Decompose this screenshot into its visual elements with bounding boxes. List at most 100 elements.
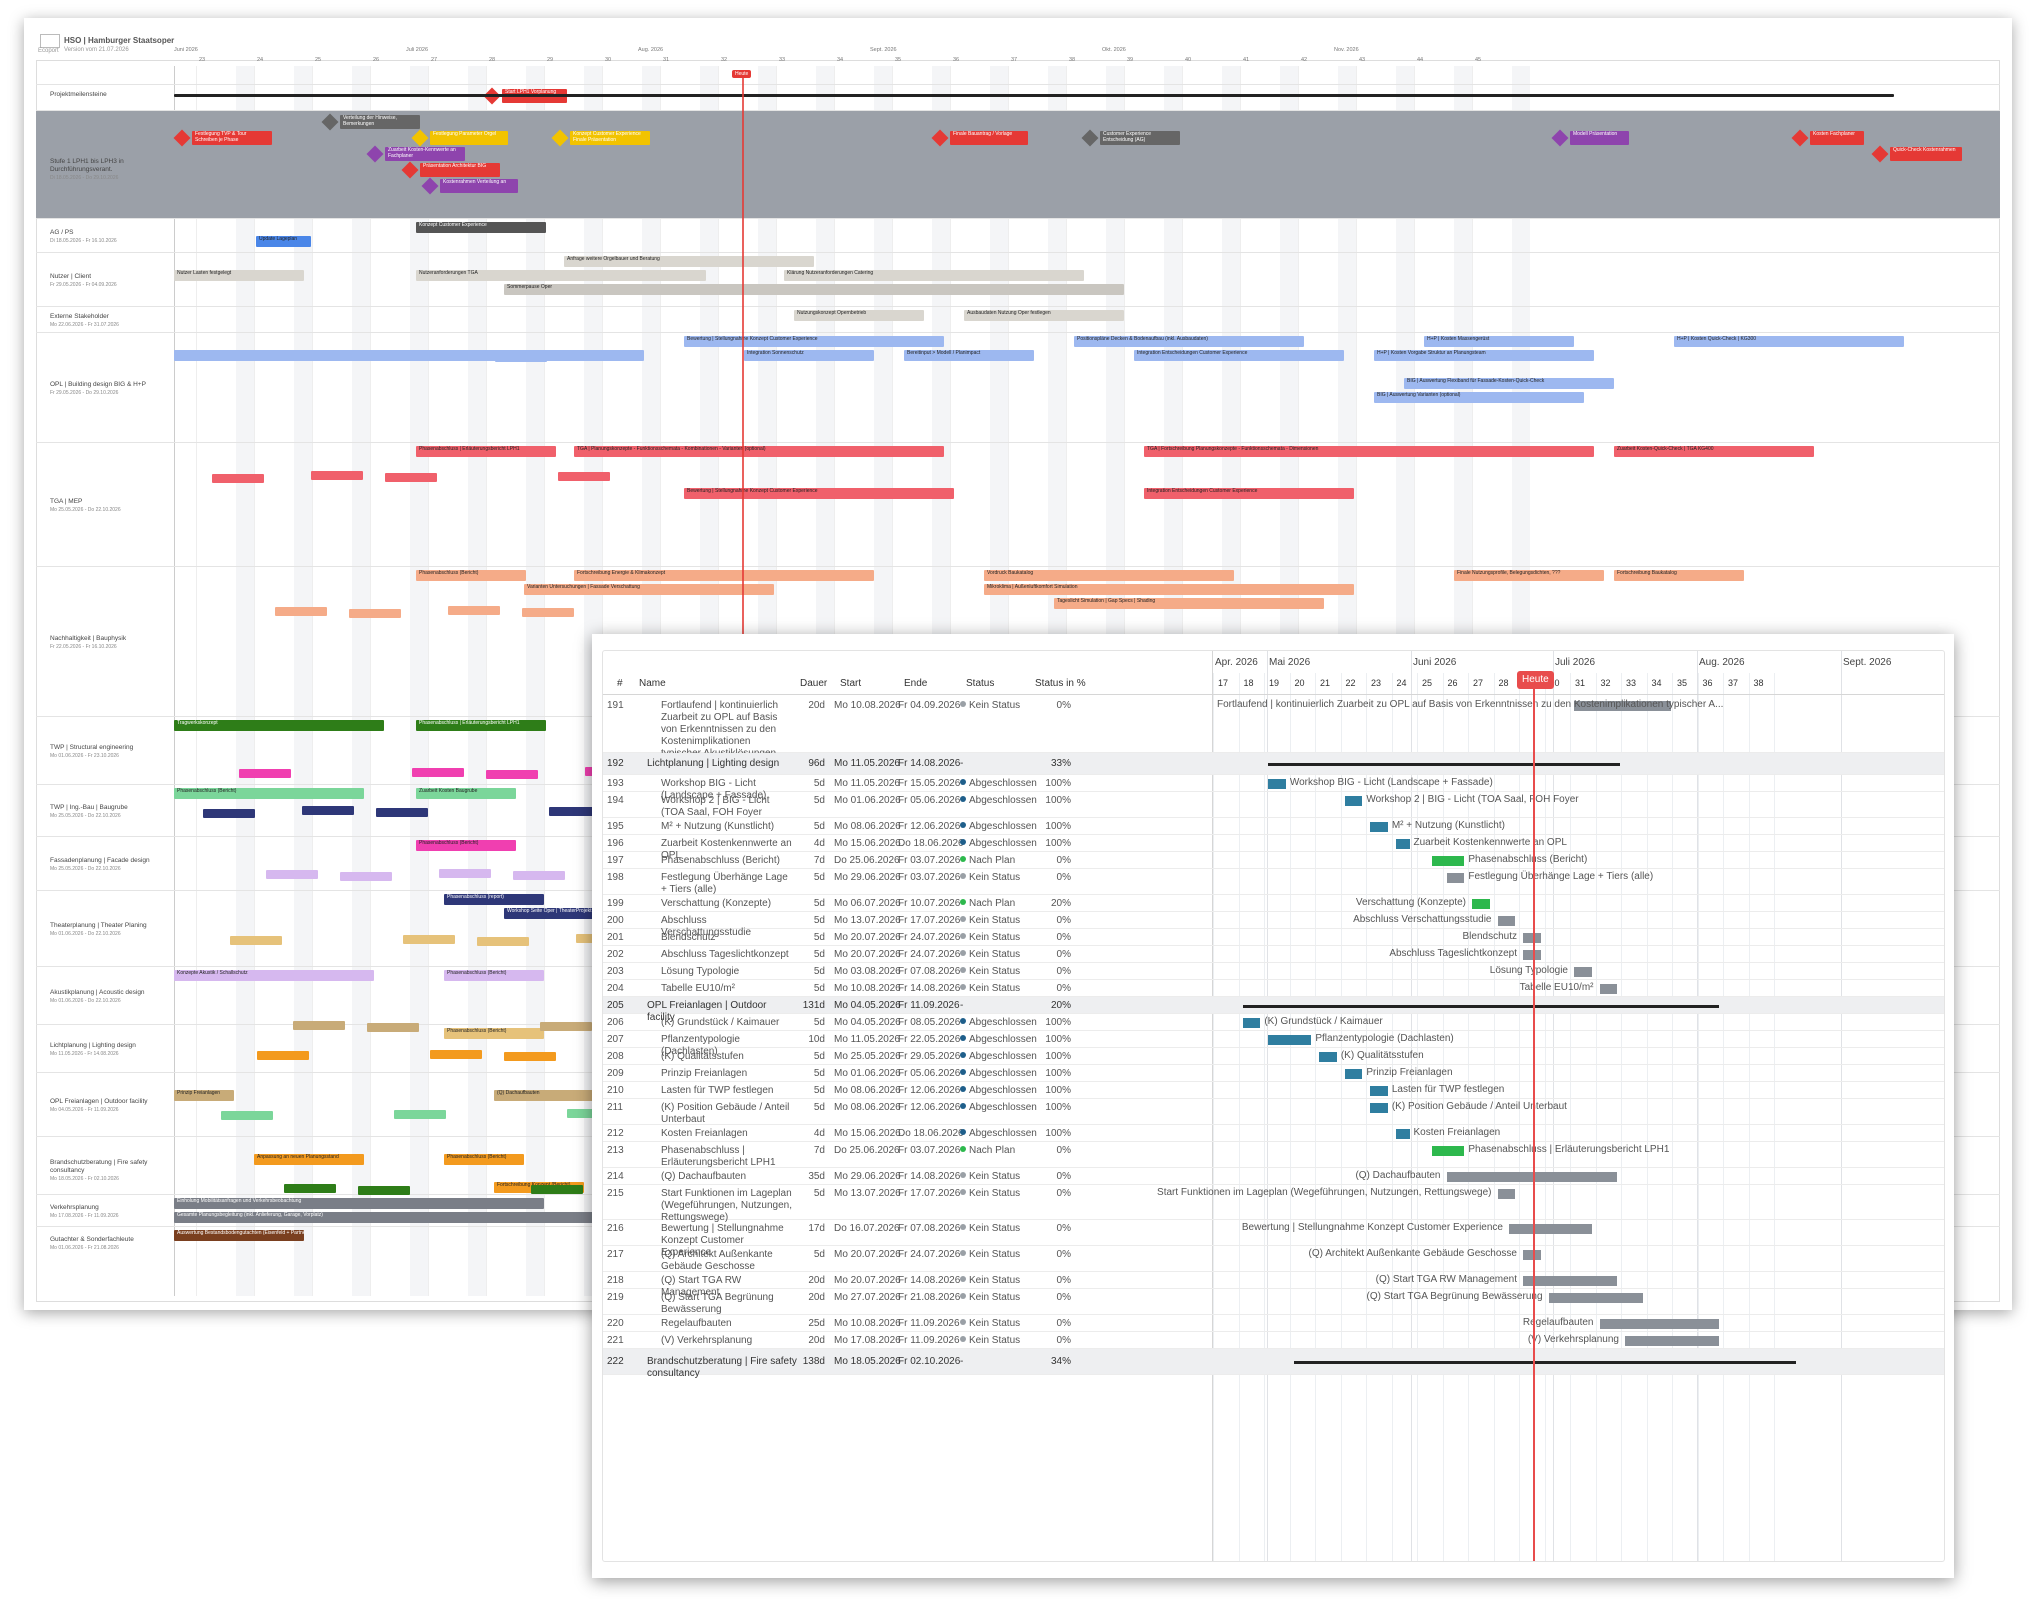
task-bar[interactable]: Positionspläne Decken & Bodenaufbau (ink… [1074,336,1304,347]
col-dauer[interactable]: Dauer [800,678,828,689]
gantt-task-bar[interactable] [1344,796,1363,806]
gantt-task-bar[interactable] [1574,967,1592,977]
task-bar[interactable]: H+P | Kosten Quick-Check | KG300 [1674,336,1904,347]
task-bar-small[interactable] [349,609,401,618]
task-bar[interactable]: (Q) Dachaufbauten [494,1090,594,1101]
gantt-task-bar[interactable] [1446,873,1465,883]
gantt-task-bar[interactable] [1268,779,1286,789]
gantt-task-bar[interactable] [1497,1189,1516,1199]
task-bar[interactable]: Nutzer Lasten festgelegt [174,270,304,281]
task-bar-small[interactable] [358,1186,410,1195]
gantt-task-bar[interactable] [1344,1069,1363,1079]
gantt-task-bar[interactable] [1548,1293,1643,1303]
task-bar-small[interactable] [477,937,529,946]
task-bar[interactable]: H+P | Kosten Vorgabe Struktur an Planung… [1374,350,1594,361]
gantt-summary-bar[interactable] [1293,1361,1796,1364]
gantt-task-bar[interactable] [1523,1250,1541,1260]
task-bar-small[interactable] [495,353,547,362]
task-bar[interactable]: Phasenabschluss | Erläuterungsbericht LP… [416,720,546,731]
gantt-task-bar[interactable] [1370,1103,1388,1113]
task-bar[interactable]: Auswertung Bestandsbodengutachten (Eisen… [174,1230,304,1241]
task-bar-small[interactable] [248,352,300,361]
task-bar[interactable]: Tageslicht Simulation | Gap Specs | Shad… [1054,598,1324,609]
gantt-task-bar[interactable] [1523,1276,1618,1286]
task-bar[interactable]: Ausbaudaten Nutzung Oper festlegen [964,310,1124,321]
task-bar-small[interactable] [412,768,464,777]
task-bar[interactable]: Zuarbeit Kosten Baugrube [416,788,516,799]
task-bar-small[interactable] [302,806,354,815]
task-bar[interactable]: Varianten Untersuchungen | Fassade Versc… [524,584,774,595]
task-bar-small[interactable] [230,936,282,945]
gantt-task-bar[interactable] [1523,950,1541,960]
col-name[interactable]: Name [639,678,666,689]
task-bar[interactable]: Einholung Mobilitätsanfragen und Verkehr… [174,1198,544,1209]
task-bar-small[interactable] [421,351,473,360]
task-bar[interactable]: Integration Entscheidungen Customer Expe… [1134,350,1344,361]
task-bar[interactable]: Sommerpause Oper [504,284,1124,295]
task-bar[interactable]: Phasenabschluss (Bericht) [444,1154,524,1165]
task-bar[interactable]: Nutzeranforderungen TGA [416,270,706,281]
task-bar[interactable]: Mikroklima | Außenluftkomfort Simulation [984,584,1354,595]
task-bar-small[interactable] [394,1110,446,1119]
task-bar-small[interactable] [513,871,565,880]
task-bar-small[interactable] [257,1051,309,1060]
task-bar-small[interactable] [403,935,455,944]
task-bar-small[interactable] [239,769,291,778]
task-bar[interactable]: Finale Nutzungsprofile, Belegungsdichten… [1454,570,1604,581]
task-bar[interactable]: Workshop Seite Oper | TheaterProjekt [504,908,634,919]
task-bar[interactable]: Phasenabschluss (Bericht) [444,970,544,981]
task-bar[interactable]: Klärung Nutzeranforderungen Catering [784,270,1084,281]
task-bar[interactable]: Konzepte Akustik / Schallschutz [174,970,374,981]
task-bar-small[interactable] [540,1022,592,1031]
task-bar[interactable]: Fortschreibung Energie & Klimakonzept [574,570,874,581]
task-bar-small[interactable] [174,350,226,359]
task-bar-small[interactable] [367,1023,419,1032]
gantt-task-bar[interactable] [1395,839,1410,849]
task-bar[interactable]: Anfrage weitere Orgelbauer und Beratung [564,256,814,267]
gantt-task-bar[interactable] [1395,1129,1410,1139]
task-bar-small[interactable] [266,870,318,879]
task-bar[interactable]: Nutzungskonzept Opernbetrieb [794,310,924,321]
task-bar[interactable]: Fortschreibung Baukatalog [1614,570,1744,581]
task-bar[interactable]: Phasenabschluss (Bericht) [416,840,516,851]
gantt-task-bar[interactable] [1497,916,1516,926]
task-bar-small[interactable] [221,1111,273,1120]
task-bar[interactable]: Phasenabschluss | Erläuterungsbericht LP… [416,446,556,457]
task-bar[interactable]: Vordruck Baukatalog [984,570,1234,581]
gantt-summary-bar[interactable] [1242,1004,1720,1008]
task-bar[interactable]: H+P | Kosten Massengerüst [1424,336,1574,347]
gantt-task-bar[interactable] [1319,1052,1337,1062]
task-bar-small[interactable] [275,607,327,616]
task-bar[interactable]: Bewertung | Stellungnahme Konzept Custom… [684,488,954,499]
gantt-task-bar[interactable] [1268,1035,1312,1045]
task-bar[interactable]: Prinzip Freianlagen [174,1090,234,1101]
gantt-task-bar[interactable] [1599,1319,1720,1329]
task-bar[interactable]: TGA | Fortschreibung Planungskonzepte - … [1144,446,1594,457]
task-bar-small[interactable] [376,808,428,817]
gantt-task-bar[interactable] [1599,984,1618,994]
task-bar[interactable]: Integration Sonnenschutz [744,350,874,361]
task-bar-small[interactable] [549,807,601,816]
task-bar-small[interactable] [504,1052,556,1061]
task-bar-small[interactable] [340,872,392,881]
task-bar-small[interactable] [531,1185,583,1194]
gantt-task-bar[interactable] [1446,1172,1618,1182]
gantt-task-row[interactable]: 217(Q) Architekt Außenkante Gebäude Gesc… [603,1246,1944,1272]
